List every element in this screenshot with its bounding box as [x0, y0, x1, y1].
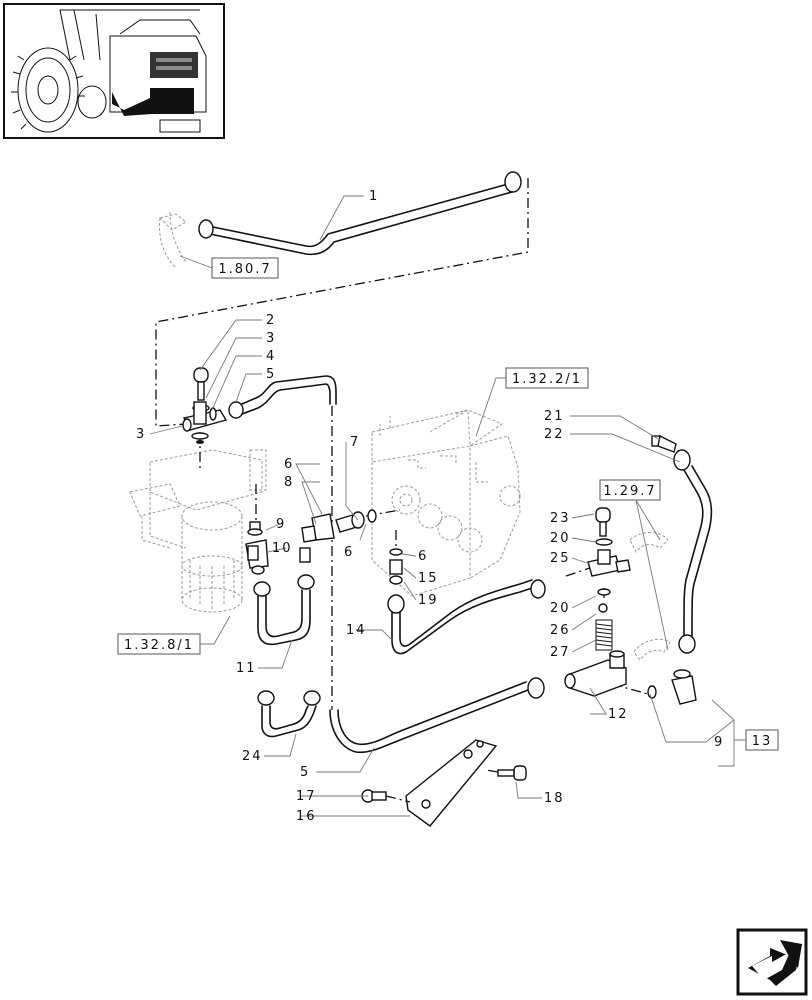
callout-16: 16: [296, 809, 317, 824]
union-assembly-right[interactable]: [587, 507, 631, 596]
callout-24: 24: [242, 749, 263, 764]
callout-26: 26: [550, 623, 571, 638]
pipe-5-lower[interactable]: [329, 677, 545, 754]
pipe-21-22[interactable]: [651, 434, 713, 654]
tee-fitting-10[interactable]: [245, 521, 269, 575]
callout-6: 6: [284, 457, 294, 472]
callout-17: 17: [296, 789, 317, 804]
ref-13[interactable]: 13: [745, 729, 779, 751]
callout-14: 14: [346, 623, 367, 638]
ref-1-29-7[interactable]: 1.29.7: [599, 479, 661, 501]
ref-1-32-8-1[interactable]: 1.32.8/1: [117, 633, 201, 655]
ref-13-label: 13: [752, 734, 773, 749]
callout-1: 1: [369, 189, 379, 204]
next-page-arrow-icon: [748, 940, 802, 986]
pipe-1[interactable]: [198, 171, 522, 256]
valve-block-12[interactable]: [564, 650, 627, 697]
ghost-hose-1-80-7: [159, 211, 187, 269]
elbow-fitting-13[interactable]: [647, 669, 697, 705]
callout-5: 5: [266, 367, 276, 382]
tractor-location-icon: [11, 9, 207, 133]
callout-15: 15: [418, 571, 439, 586]
ghost-hoses-1-29-7: [629, 532, 671, 661]
callout-leaders: [149, 195, 735, 817]
callout-labels: 1 2 3 4 5 3 6 8 7 9 10 6 6 15 19 14 11 2…: [136, 189, 724, 824]
callout-25: 25: [550, 551, 571, 566]
pipe-24[interactable]: [257, 690, 321, 738]
ref-1-32-8-1-label: 1.32.8/1: [124, 638, 194, 653]
callout-7: 7: [350, 435, 360, 450]
callout-23: 23: [550, 511, 571, 526]
pipe-5-upper[interactable]: [228, 375, 337, 419]
relief-valve-26-27[interactable]: [595, 603, 613, 651]
callout-11: 11: [236, 661, 257, 676]
callout-20: 20: [550, 531, 571, 546]
ref-1-80-7[interactable]: 1.80.7: [211, 257, 279, 279]
bolt-17[interactable]: [361, 789, 411, 803]
callout-21: 21: [544, 409, 565, 424]
callout-8: 8: [284, 475, 294, 490]
tractor-thumbnail[interactable]: [3, 3, 225, 139]
callout-3: 3: [136, 427, 146, 442]
callout-4: 4: [266, 349, 276, 364]
ref-1-80-7-label: 1.80.7: [218, 262, 271, 277]
callout-19: 19: [418, 593, 439, 608]
callout-9: 9: [714, 735, 724, 750]
callout-2: 2: [266, 313, 276, 328]
fitting-stack-15-19[interactable]: [389, 548, 403, 585]
adapter-8[interactable]: [299, 513, 335, 563]
ref-1-32-2-1[interactable]: 1.32.2/1: [505, 367, 589, 389]
callout-6: 6: [418, 549, 428, 564]
callout-18: 18: [544, 791, 565, 806]
callout-12: 12: [608, 707, 629, 722]
callout-3: 3: [266, 331, 276, 346]
nut-6-seal-7[interactable]: [335, 509, 377, 533]
callout-5: 5: [300, 765, 310, 780]
callout-10: 10: [272, 541, 293, 556]
ref-1-32-2-1-label: 1.32.2/1: [512, 372, 582, 387]
ref-1-29-7-label: 1.29.7: [603, 484, 656, 499]
next-page-button[interactable]: [736, 928, 808, 996]
bracket-16[interactable]: [405, 739, 498, 827]
callout-20: 20: [550, 601, 571, 616]
ghost-valve-block: [371, 409, 521, 597]
callout-6: 6: [344, 545, 354, 560]
callout-22: 22: [544, 427, 565, 442]
bolt-18[interactable]: [485, 765, 527, 781]
pipe-14[interactable]: [387, 579, 546, 655]
callout-27: 27: [550, 645, 571, 660]
union-assembly-left[interactable]: [182, 367, 228, 444]
pipe-11[interactable]: [253, 574, 315, 646]
callout-9: 9: [276, 517, 286, 532]
ghost-filter-housing: [129, 449, 267, 613]
